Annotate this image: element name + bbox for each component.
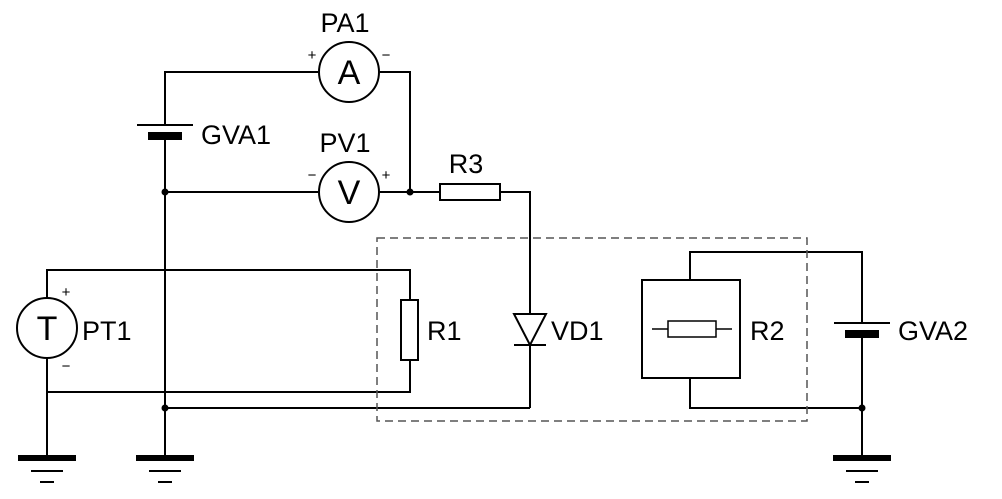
junction-dot bbox=[406, 188, 414, 196]
junction-dot bbox=[858, 404, 866, 412]
resistor-r3: R3 bbox=[439, 149, 501, 201]
ammeter-label: PA1 bbox=[320, 8, 369, 38]
ammeter-minus: − bbox=[382, 47, 391, 64]
resistor-r3-label: R3 bbox=[449, 149, 484, 179]
junction-dots bbox=[161, 188, 866, 412]
battery-gva2-label: GVA2 bbox=[898, 316, 968, 346]
thermocouple-symbol: T bbox=[37, 310, 58, 348]
voltmeter-pv1: V PV1 − + bbox=[308, 128, 391, 223]
voltmeter-label: PV1 bbox=[319, 128, 370, 158]
thermocouple-label: PT1 bbox=[82, 316, 132, 346]
thermocouple-pt1: T PT1 + − bbox=[16, 284, 132, 375]
wires bbox=[46, 71, 863, 455]
ammeter-plus: + bbox=[308, 47, 317, 64]
resistor-r1: R1 bbox=[400, 299, 462, 361]
voltmeter-plus: + bbox=[382, 167, 391, 184]
ground-symbol-left bbox=[18, 455, 76, 483]
heater-r2: R2 bbox=[641, 279, 785, 379]
resistor-r1-label: R1 bbox=[427, 316, 462, 346]
voltmeter-symbol: V bbox=[338, 174, 361, 212]
thermocouple-minus: − bbox=[62, 358, 71, 375]
ground-symbol-right bbox=[833, 455, 891, 483]
ground-symbol-middle bbox=[136, 455, 194, 483]
diode-vd1-label: VD1 bbox=[551, 316, 604, 346]
battery-gva1-label: GVA1 bbox=[201, 120, 271, 150]
voltmeter-minus: − bbox=[308, 167, 317, 184]
thermocouple-plus: + bbox=[62, 284, 71, 301]
diode-vd1: VD1 bbox=[512, 313, 604, 348]
ammeter-symbol: A bbox=[338, 54, 361, 92]
resistor-r2-label: R2 bbox=[750, 316, 785, 346]
battery-gva2: GVA2 bbox=[834, 316, 968, 346]
battery-gva1: GVA1 bbox=[137, 120, 271, 150]
dashed-enclosure bbox=[376, 237, 808, 422]
junction-dot bbox=[161, 188, 169, 196]
junction-dot bbox=[161, 404, 169, 412]
ammeter-pa1: A PA1 + − bbox=[308, 8, 391, 103]
